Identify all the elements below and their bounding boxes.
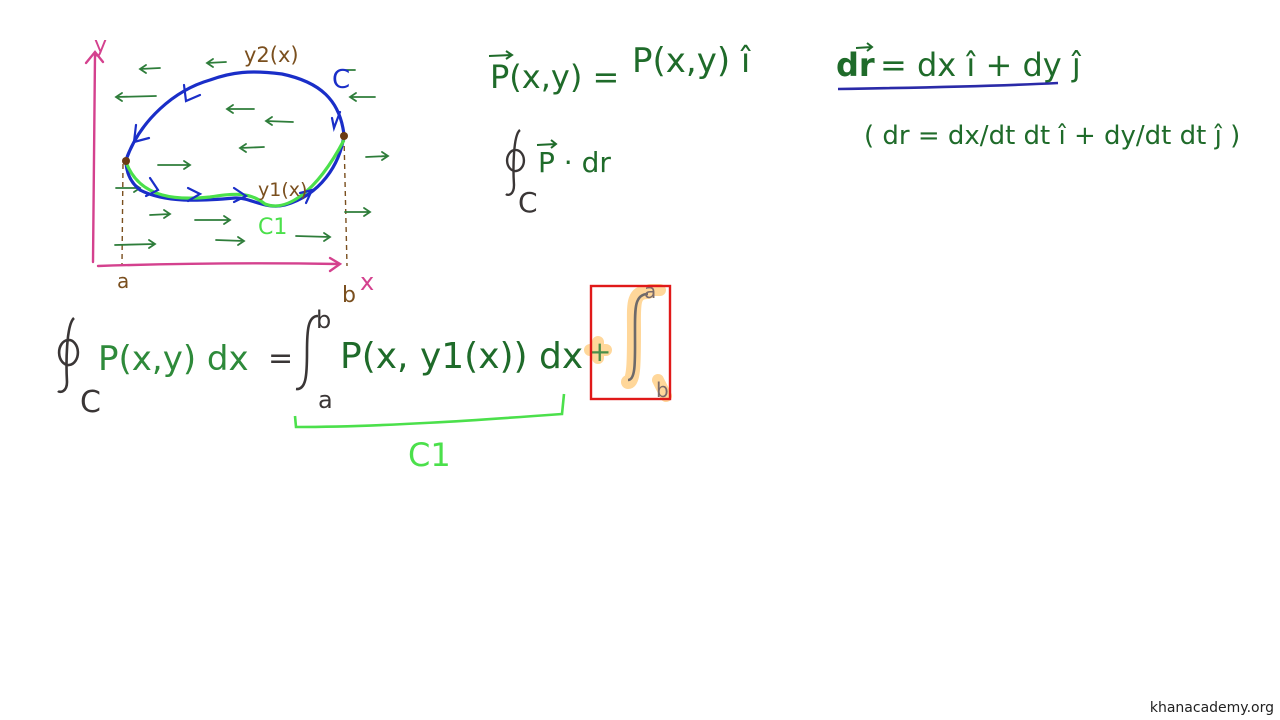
upper-curve-label: y2(x)	[244, 43, 299, 67]
curve-c-label: C	[332, 65, 350, 95]
endpoint-a-dot	[122, 157, 130, 165]
tick-a-label: a	[117, 269, 129, 293]
line-integral-expression: C P · dr	[505, 129, 611, 219]
dr-underline	[837, 81, 1059, 91]
dr-rhs: = dx î + dy ĵ	[880, 46, 1082, 84]
integral1-symbol	[295, 314, 319, 391]
oint-symbol	[505, 129, 526, 197]
selection-box[interactable]	[589, 284, 672, 401]
dashed-drop-lines	[121, 136, 348, 267]
khanacademy-watermark: khanacademy.org	[1149, 700, 1274, 716]
field-lhs: P(x,y) =	[490, 58, 619, 96]
field-vector-arrow	[488, 50, 514, 60]
segment-c1-label: C1	[258, 215, 287, 240]
curve-c	[124, 70, 346, 208]
p-vector-arrow	[536, 139, 558, 149]
main-plus: +	[588, 335, 611, 368]
line-integral-body: P · dr	[538, 146, 611, 179]
y-axis-label: y	[94, 33, 107, 58]
graph-axes	[84, 50, 343, 273]
integral1-body: P(x, y1(x)) dx	[340, 336, 583, 377]
dr-lhs: dr	[836, 46, 875, 84]
main-oint-symbol	[57, 317, 80, 394]
integral1-upper: b	[316, 306, 331, 334]
c1-brace-label: C1	[408, 436, 451, 474]
dr-definition: dr = dx î + dy ĵ	[836, 42, 1082, 91]
field-definition: P(x,y) = P(x,y) î	[488, 41, 752, 96]
curve-direction-arrows	[132, 83, 342, 205]
lower-curve-label: y1(x)	[258, 179, 307, 201]
integral2-lower: b	[656, 378, 669, 402]
main-equals: =	[268, 341, 293, 376]
field-rhs: P(x,y) î	[632, 41, 752, 81]
integral2-symbol	[627, 292, 649, 382]
vector-field-arrows	[114, 58, 390, 249]
main-equation: C P(x,y) dx = b a P(x, y1(x)) dx C1 + a …	[57, 279, 672, 474]
line-integral-sub: C	[518, 186, 538, 219]
dr-vector-arrow	[855, 42, 874, 52]
endpoint-b-dot	[340, 132, 348, 140]
integral2-upper: a	[644, 279, 656, 303]
x-axis-label: x	[360, 268, 374, 296]
integral1-lower: a	[318, 386, 333, 414]
dr-parametric: ( dr = dx/dt dt î + dy/dt dt ĵ )	[864, 121, 1240, 151]
main-lhs: P(x,y) dx	[98, 339, 249, 379]
main-lhs-sub: C	[80, 385, 101, 420]
c1-brace	[293, 393, 566, 429]
tick-b-label: b	[342, 283, 356, 308]
